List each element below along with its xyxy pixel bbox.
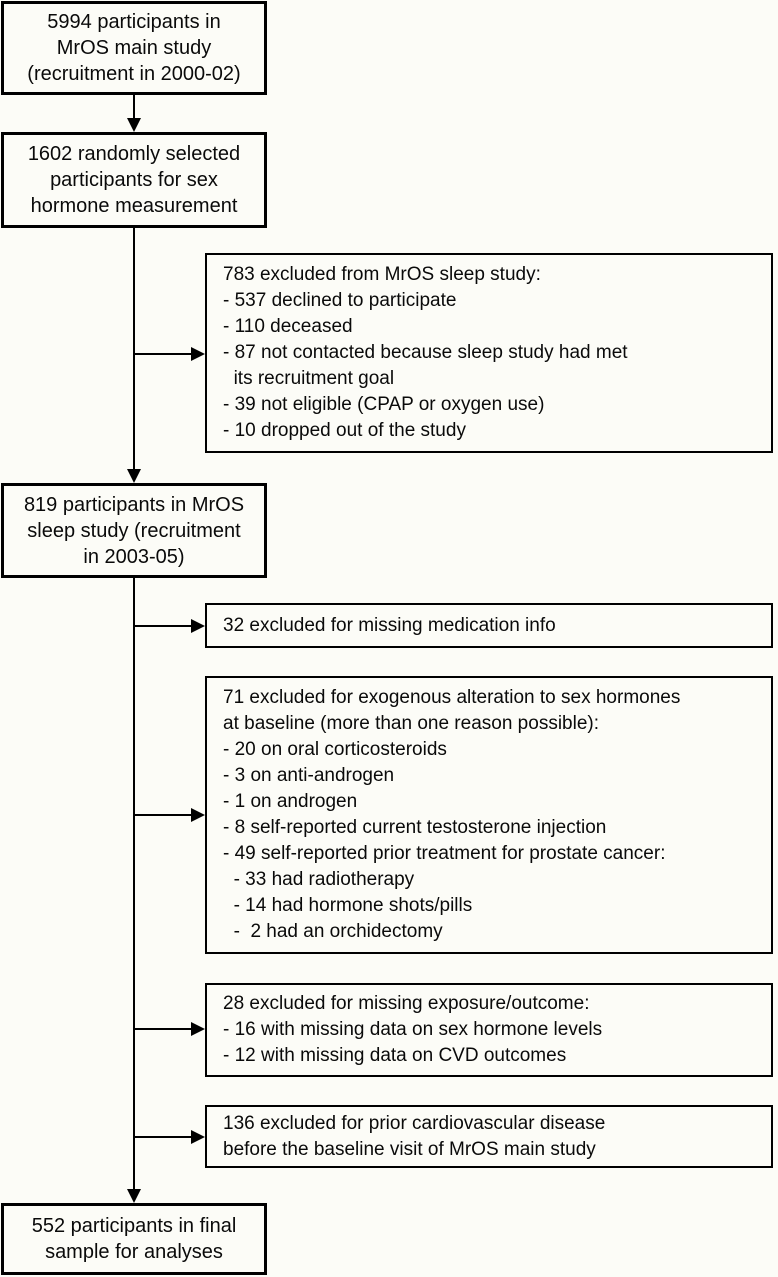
text-line: in 2003-05) bbox=[83, 545, 185, 568]
text-line: participants for sex bbox=[50, 169, 218, 191]
text-line: 1602 randomly selected bbox=[27, 143, 241, 165]
flow-box-main-study: 5994 participants in MrOS main study (recr… bbox=[1, 1, 267, 95]
arrowhead-right-exposure-outcome-exclusions bbox=[191, 1022, 205, 1036]
flow-box-sleep-study: 819 participants in MrOS sleep study (rec… bbox=[1, 483, 267, 578]
text-line: sleep study (recruitment bbox=[27, 519, 241, 542]
text-line: - 12 with missing data on CVD outcomes bbox=[223, 1045, 567, 1066]
branch-line-hormone-exclusions bbox=[134, 814, 191, 816]
exclusion-box-sleep-study: 783 excluded from MrOS sleep study: - 537… bbox=[205, 253, 773, 453]
text-line: MrOS main study bbox=[56, 37, 212, 59]
text-line: before the baseline visit of MrOS main s… bbox=[223, 1138, 596, 1160]
text-line: 5994 participants in bbox=[47, 11, 221, 33]
text-line: - 10 dropped out of the study bbox=[223, 420, 466, 441]
arrowhead-right-sleep-exclusions bbox=[191, 347, 205, 361]
arrowhead-right-medication-exclusion bbox=[191, 619, 205, 633]
text-line: - 8 self-reported current testosterone i… bbox=[223, 817, 607, 838]
text-line: - 537 declined to participate bbox=[223, 290, 457, 311]
branch-line-medication-exclusion bbox=[134, 625, 191, 627]
text-line: - 3 on anti-androgen bbox=[223, 765, 395, 786]
exclusion-box-medication: 32 excluded for missing medication info bbox=[205, 603, 773, 648]
arrow-line-main-to-selection bbox=[133, 95, 135, 119]
arrow-line-selection-to-sleep bbox=[133, 228, 135, 470]
text-line: hormone measurement bbox=[30, 195, 238, 217]
text-line: 71 excluded for exogenous alteration to … bbox=[223, 687, 681, 708]
text-line: 783 excluded from MrOS sleep study: bbox=[223, 264, 541, 285]
text-line: its recruitment goal bbox=[223, 368, 395, 389]
text-line: 552 participants in final bbox=[31, 1215, 237, 1237]
text-line: - 20 on oral corticosteroids bbox=[223, 739, 447, 760]
text-line: - 87 not contacted because sleep study h… bbox=[223, 342, 628, 363]
branch-line-exposure-outcome-exclusions bbox=[134, 1028, 191, 1030]
arrowhead-down-final-sample bbox=[127, 1189, 141, 1203]
flow-box-hormone-selection: 1602 randomly selected participants for s… bbox=[1, 132, 267, 228]
text-line: - 16 with missing data on sex hormone le… bbox=[223, 1019, 603, 1040]
text-line: - 110 deceased bbox=[223, 316, 353, 337]
exclusion-box-missing-exposure-outcome: 28 excluded for missing exposure/outcome… bbox=[205, 983, 773, 1077]
text-line: - 49 self-reported prior treatment for p… bbox=[223, 843, 666, 864]
text-line: 819 participants in MrOS bbox=[23, 493, 245, 516]
arrowhead-down-sleep-study bbox=[127, 469, 141, 483]
text-line: 32 excluded for missing medication info bbox=[223, 614, 556, 636]
flow-box-final-sample: 552 participants in final sample for anal… bbox=[1, 1203, 267, 1275]
text-line: - 1 on androgen bbox=[223, 791, 358, 812]
exclusion-box-hormone-alteration: 71 excluded for exogenous alteration to … bbox=[205, 676, 773, 954]
text-line: at baseline (more than one reason possib… bbox=[223, 713, 600, 734]
branch-line-prior-cvd-exclusion bbox=[134, 1136, 191, 1138]
text-line: 28 excluded for missing exposure/outcome… bbox=[223, 993, 590, 1014]
exclusion-box-prior-cvd: 136 excluded for prior cardiovascular di… bbox=[205, 1105, 773, 1168]
arrowhead-right-hormone-exclusions bbox=[191, 808, 205, 822]
arrowhead-right-prior-cvd-exclusion bbox=[191, 1130, 205, 1144]
arrowhead-down-selection bbox=[127, 118, 141, 132]
text-line: - 2 had an orchidectomy bbox=[223, 921, 443, 942]
branch-line-sleep-exclusions bbox=[134, 353, 191, 355]
text-line: - 33 had radiotherapy bbox=[223, 869, 415, 890]
text-line: - 14 had hormone shots/pills bbox=[223, 895, 473, 916]
text-line: sample for analyses bbox=[45, 1241, 223, 1263]
text-line: - 39 not eligible (CPAP or oxygen use) bbox=[223, 394, 545, 415]
arrow-line-sleep-to-final bbox=[133, 578, 135, 1190]
text-line: 136 excluded for prior cardiovascular di… bbox=[223, 1112, 606, 1134]
text-line: (recruitment in 2000-02) bbox=[27, 63, 241, 85]
